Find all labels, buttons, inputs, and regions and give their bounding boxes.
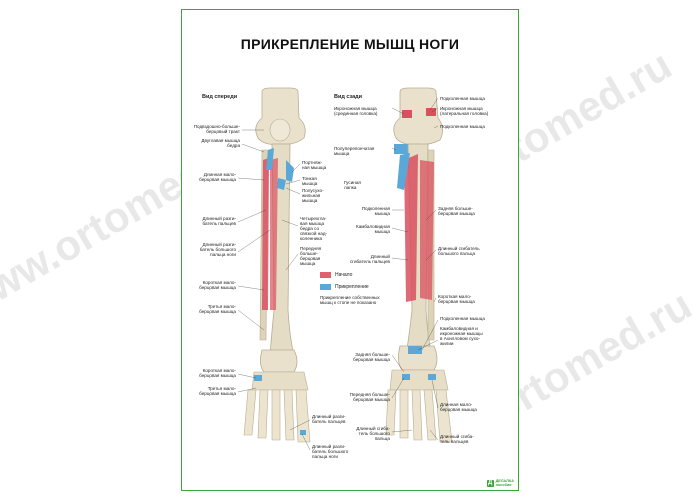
view-back-heading: Вид сзади [334,94,363,100]
front-label: Третья мало- берцовая мышца [199,304,236,314]
view-front-heading: Вид спереди [202,94,238,100]
front-label: Тонкая мышца [302,176,318,186]
back-label: Короткая мало- берцовая мышца [438,294,475,304]
front-label: Портняж- ная мышца [302,160,327,170]
back-label: Длинная мало- берцовая мышца [440,402,477,412]
front-label: Короткая мало- берцовая мышца [199,280,236,290]
back-label: Икроножная мышца (латеральная головка) [440,106,489,116]
front-label: Длинный разги- батель большого пальца но… [199,242,236,257]
publisher-logo: Д ДЕЛАЛКА пособия [486,479,514,487]
back-label: Задняя больше- берцовая мышца [353,352,390,362]
front-label: Длинный разги- батель пальцев [312,414,346,424]
back-label: Длинный сгиба- тель большого пальца [356,426,390,441]
back-label: Камбаловидная мышца [356,224,390,234]
goose-foot-label: Гусиная лапка [344,180,361,190]
poster: ПРИКРЕПЛЕНИЕ МЫШЦ НОГИ Вид спереди Вид с… [181,9,519,491]
back-leg-drawing [385,87,453,443]
back-label: Подколенная мышца [440,96,485,101]
poster-title: ПРИКРЕПЛЕНИЕ МЫШЦ НОГИ [240,36,460,52]
anatomy-illustration [237,87,453,451]
back-label: Передняя больше- берцовая мышца [349,392,390,402]
front-label: Длинный разги- батель большого пальца но… [312,444,349,459]
front-label: Четырехгла- вая мышца бедра со связкой н… [300,216,328,241]
front-label: Полусухо- жильная мышца [302,188,324,203]
back-label: Длинный сгибатель пальцев [349,254,390,264]
back-label: Длинный сгибатель большого пальца [438,246,480,256]
logo-mark-icon: Д [486,479,494,487]
legend-insertion-swatch [320,284,331,290]
legend-insertion-label: Прикрепление [335,284,369,290]
front-label: Третья мало- берцовая мышца [199,386,236,396]
front-label: Длинный разги- батель пальцев [202,216,236,226]
back-label: Подколенная мышца [440,316,485,321]
back-label: Подколенная мышца [361,206,390,216]
back-label: Задняя больше- берцовая мышца [438,206,475,216]
legend-origin-label: Начало [335,272,353,278]
front-label: Короткая мало- берцовая мышца [199,368,236,378]
legend-note: Прикрепление собственных мышц к стопе не… [320,295,380,305]
back-label: Камбаловидная и икроножная мышцы в Ахилл… [440,326,483,346]
back-label: Длинный сгиба- тель пальцев [440,434,474,444]
front-label: Двуглавая мышца бедра [201,138,240,148]
logo-text: ДЕЛАЛКА пособия [495,479,514,487]
front-leg-drawing [243,87,311,443]
front-label: Подвздошно-больше- берцовый тракт [193,124,240,134]
legend-origin-swatch [320,272,331,278]
back-label: Подколенная мышца [440,124,485,129]
front-label: Длинная мало- берцовая мышца [199,172,236,182]
back-label: Полуперепончатая мышца [334,146,375,156]
back-label: Икроножная мышца (срединная головка) [334,106,378,116]
front-label: Передняя больше- берцовая мышца [300,246,322,266]
